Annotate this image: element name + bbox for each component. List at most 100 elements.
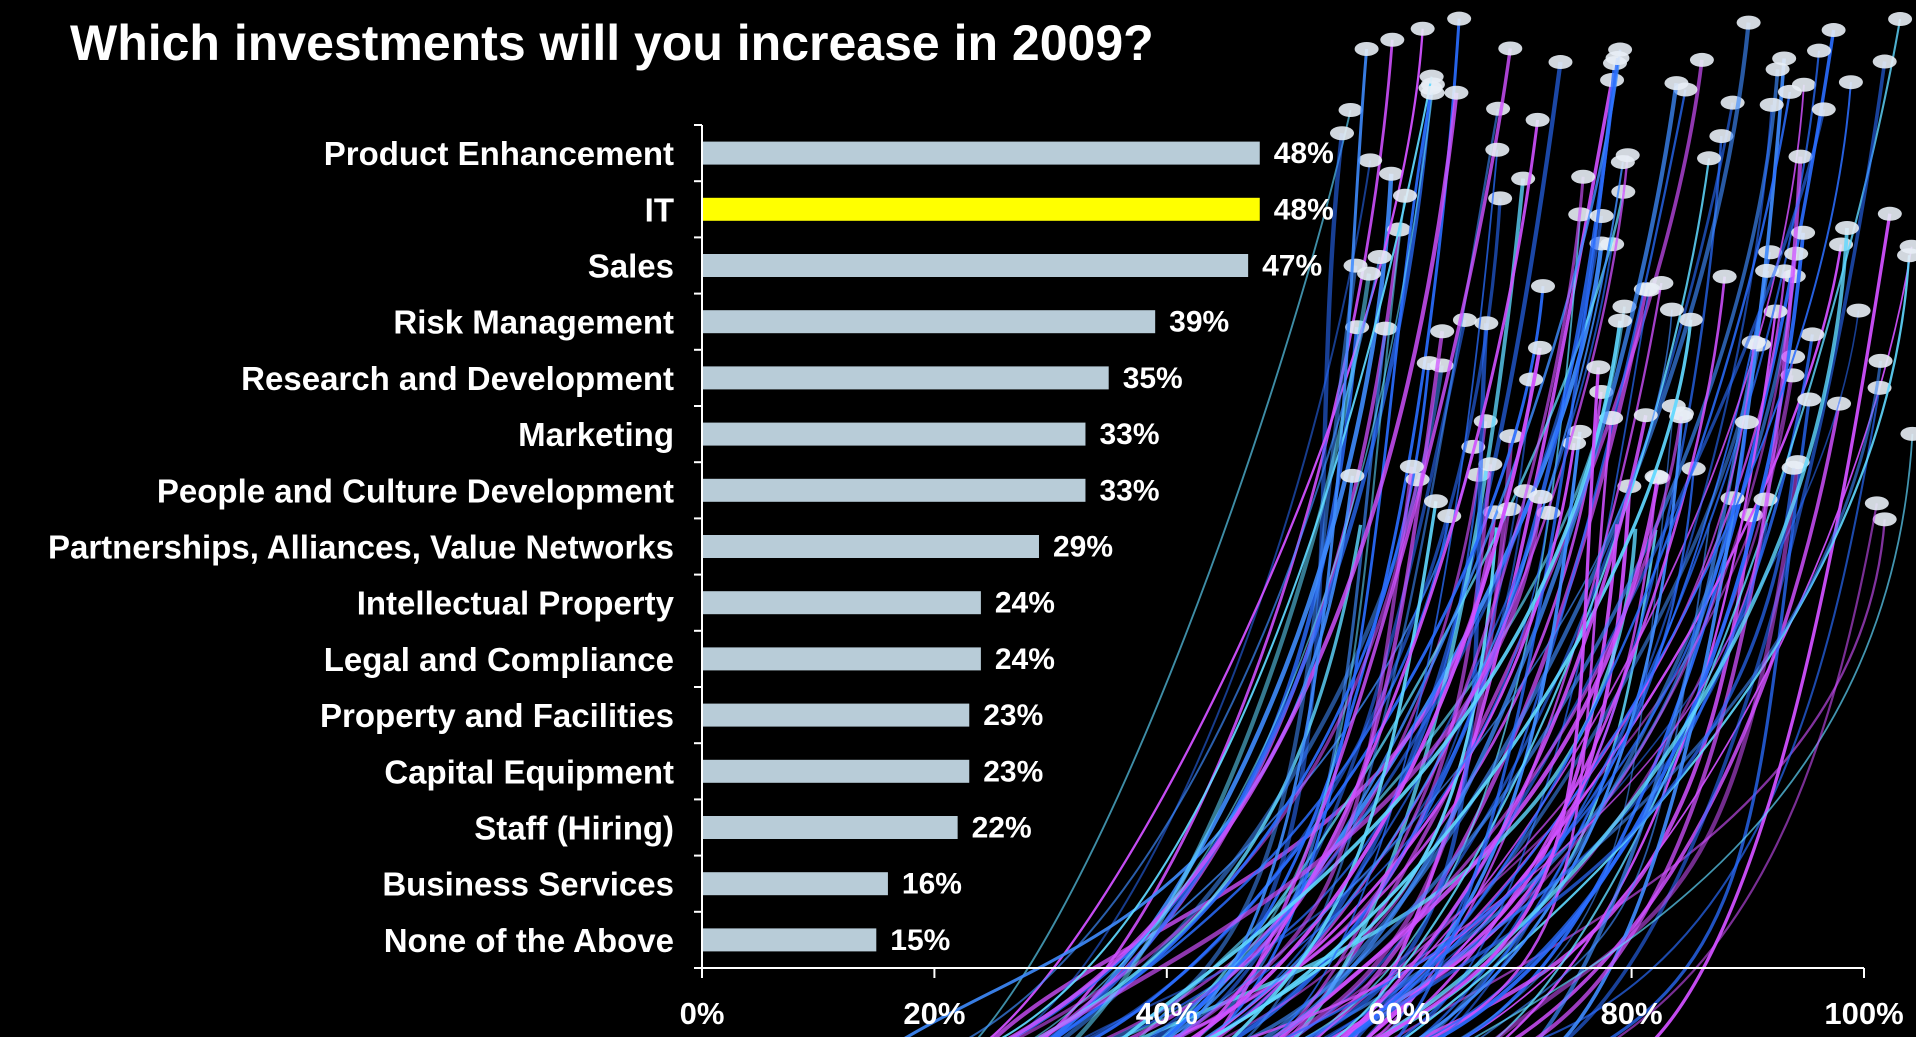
x-tick-label: 0% (680, 996, 725, 1031)
fiber-strand (1376, 367, 1601, 1037)
fiber-tip (1821, 23, 1846, 38)
fiber-tip (1430, 324, 1455, 339)
fiber-optic-background (904, 11, 1916, 1037)
data-label: 47% (1262, 250, 1322, 283)
fiber-strand (1377, 227, 1849, 1037)
fiber-tip (1846, 303, 1871, 318)
fiber-tip (1357, 266, 1382, 281)
fiber-tip (1340, 468, 1365, 483)
fiber-strand (1174, 48, 1369, 1037)
category-label: Sales (588, 248, 674, 285)
fiber-strand (1231, 379, 1533, 1037)
data-label: 15% (890, 924, 950, 957)
category-label: Product Enhancement (324, 135, 674, 172)
fiber-tip (1807, 43, 1832, 58)
fiber-tip (1589, 208, 1614, 223)
fiber-strand (1231, 501, 1438, 1037)
fiber-strand (1055, 362, 1431, 1037)
category-label: Intellectual Property (357, 585, 675, 622)
fiber-tip (1697, 151, 1722, 166)
fiber-strand (1271, 416, 1683, 1037)
bar (703, 478, 1086, 502)
fiber-tip (1354, 41, 1379, 56)
fiber-strand (1269, 82, 1679, 1037)
fiber-tip (1525, 112, 1550, 127)
data-label: 29% (1053, 531, 1113, 564)
fiber-tip (1498, 41, 1523, 56)
fiber-strand (1355, 109, 1826, 1037)
category-label: Property and Facilities (320, 697, 674, 734)
fiber-strand (1349, 360, 1883, 1037)
fiber-strand (1204, 161, 1624, 1037)
fiber-tip (1888, 12, 1913, 27)
fiber-tip (1423, 494, 1448, 509)
fiber-tip (1499, 429, 1524, 444)
data-label: 48% (1274, 137, 1334, 170)
fiber-tip (1452, 312, 1477, 327)
fiber-tip (1649, 276, 1674, 291)
bar (703, 928, 877, 952)
bar (703, 366, 1109, 390)
x-tick-label: 80% (1601, 996, 1663, 1031)
fiber-tip (1485, 142, 1510, 157)
data-label: 35% (1123, 362, 1183, 395)
category-label: IT (645, 191, 674, 228)
fiber-strand (1348, 467, 1796, 1037)
fiber-strand (1342, 414, 1648, 1037)
fiber-strand (1273, 149, 1499, 1037)
fiber-strand (1316, 342, 1755, 1037)
fiber-tip (1571, 169, 1596, 184)
fiber-tip (1497, 502, 1522, 517)
fiber-strand (1347, 91, 1792, 1037)
fiber-strand (977, 109, 1352, 1037)
fiber-tip (1488, 191, 1513, 206)
fiber-strand (1542, 387, 1881, 1037)
fiber-tip (1358, 153, 1383, 168)
fiber-strand (1566, 61, 1887, 1037)
data-label: 24% (995, 587, 1055, 620)
fiber-tip (1872, 512, 1897, 527)
category-label: Research and Development (241, 360, 674, 397)
category-label: Marketing (518, 416, 674, 453)
bar (703, 535, 1039, 558)
fiber-strand (1537, 270, 1770, 1037)
fiber-tip (1867, 380, 1892, 395)
fiber-tip (1689, 52, 1714, 67)
bar (703, 591, 981, 615)
data-label: 23% (983, 699, 1043, 732)
fiber-strand (904, 475, 1354, 1037)
fiber-tip (1474, 316, 1499, 331)
fiber-tip (1659, 302, 1684, 317)
data-label: 33% (1099, 418, 1159, 451)
fiber-tip (1478, 457, 1503, 472)
x-tick-label: 40% (1136, 996, 1198, 1031)
fiber-tip (1877, 206, 1902, 221)
fiber-strand (1335, 158, 1711, 1037)
data-label: 33% (1099, 474, 1159, 507)
bar (703, 422, 1086, 446)
fiber-tip (1379, 166, 1404, 181)
bar (703, 872, 888, 896)
fiber-tip (1772, 51, 1797, 66)
fiber-tip (1610, 155, 1635, 170)
fiber-tip (1605, 51, 1630, 66)
fiber-strand (1121, 320, 1622, 1037)
fiber-tip (1712, 269, 1737, 284)
fiber-strand (1167, 49, 1622, 1037)
category-label: People and Culture Development (157, 472, 674, 509)
category-label: Legal and Compliance (324, 641, 674, 678)
fiber-tip (1486, 101, 1511, 116)
fiber-strand (1383, 276, 1726, 1037)
category-label: Risk Management (393, 304, 674, 341)
fiber-strand (1001, 76, 1433, 1037)
chart-title: Which investments will you increase in 2… (70, 15, 1154, 71)
category-label: Business Services (382, 866, 674, 903)
fiber-tip (1788, 149, 1813, 164)
fiber-tip (1835, 221, 1860, 236)
fiber-tip (1800, 327, 1825, 342)
data-label: 23% (983, 755, 1043, 788)
bar (703, 816, 958, 839)
data-label: 16% (902, 868, 962, 901)
category-label: Partnerships, Alliances, Value Networks (48, 529, 674, 566)
